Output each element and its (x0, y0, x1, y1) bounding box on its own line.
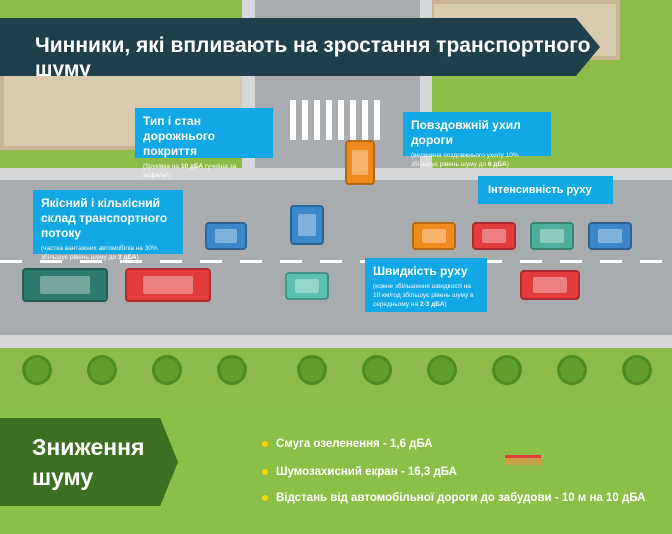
car-red-speeding (520, 270, 580, 300)
callout-title: Якісний і кількісний склад транспортного… (41, 196, 168, 240)
car-red (472, 222, 516, 250)
callout-title: Повздовжній ухил дороги (411, 118, 521, 147)
tree (155, 358, 179, 382)
tree (560, 358, 584, 382)
car-orange-turning (345, 140, 375, 185)
bullet-icon (262, 468, 268, 475)
reduction-heading: Зниження шуму (0, 418, 178, 506)
car-blue (205, 222, 247, 250)
car-blue-right (588, 222, 632, 250)
page-title: Чинники, які впливають на зростання тран… (0, 18, 600, 76)
crosswalk (290, 100, 380, 140)
callout-road-surface: Тип і стан дорожнього покриття (бруківка… (135, 108, 273, 179)
car-blue-turning (290, 205, 324, 245)
callout-note: (кожне збільшення швидкості на 10 км/год… (373, 283, 474, 308)
callout-title: Швидкість руху (373, 264, 468, 278)
tree (300, 358, 324, 382)
truck-red (125, 268, 211, 302)
callout-traffic-intensity: Інтенсивність руху (478, 176, 613, 204)
callout-speed: Швидкість руху (кожне збільшення швидкос… (365, 258, 487, 312)
lane-divider (0, 260, 672, 263)
noise-barrier-icon (505, 455, 541, 465)
car-teal-lower (285, 272, 329, 300)
callout-traffic-composition: Якісний і кількісний склад транспортного… (33, 190, 183, 261)
callout-road-slope: Повздовжній ухил дороги (величина поздов… (403, 112, 551, 168)
callout-title: Інтенсивність руху (488, 184, 592, 196)
car-teal (530, 222, 574, 250)
tree (220, 358, 244, 382)
callout-note: (бруківка на 10 дБА гучніша за асфальт) (143, 163, 237, 179)
reduction-item: Смуга озеленення - 1,6 дБА (262, 438, 433, 450)
reduction-item: Відстань від автомобільної дороги до заб… (262, 492, 645, 504)
bullet-icon (262, 494, 268, 501)
reduction-item: Шумозахисний екран - 16,3 дБА (262, 466, 457, 478)
tree (430, 358, 454, 382)
truck-teal (22, 268, 108, 302)
tree (625, 358, 649, 382)
car-orange (412, 222, 456, 250)
bullet-icon (262, 440, 268, 447)
tree (90, 358, 114, 382)
tree (25, 358, 49, 382)
callout-note: (частка вантажних автомобілів на 30% збі… (41, 245, 158, 261)
callout-note: (величина поздовжнього ухилу 10% збільшу… (411, 152, 519, 168)
callout-title: Тип і стан дорожнього покриття (143, 114, 216, 158)
tree (365, 358, 389, 382)
tree (495, 358, 519, 382)
